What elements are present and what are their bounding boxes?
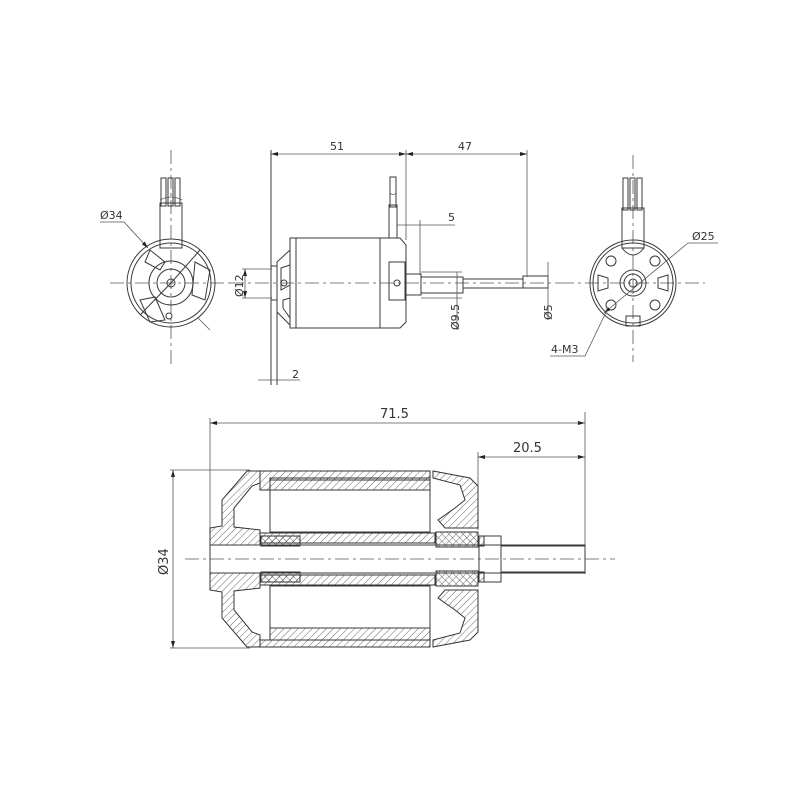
mount-holes-label: 4-M3 [551,343,578,356]
outer-diameter-label: Ø34 [157,548,172,575]
rear-view: Ø34 [100,150,235,365]
wire-offset-label: 5 [448,211,455,224]
mount-diameter-label: Ø12 [233,274,246,297]
flange-thickness-label: 2 [292,368,299,381]
shaft-protrusion-label: 20.5 [513,441,542,456]
bolt-circle-label: Ø25 [692,230,715,243]
overall-length-label: 71.5 [380,407,409,422]
body-length-label: 51 [330,140,344,153]
section-view: 71.5 20.5 Ø34 [157,407,615,649]
shaft-diameter-label: Ø5 [542,304,555,320]
wire-bundle-rear [159,177,183,249]
side-view: 51 47 5 Ø12 2 Ø9.5 Ø5 [230,140,560,385]
front-view: Ø25 4-M3 [550,155,718,362]
rear-diameter-label: Ø34 [100,209,123,222]
shaft-length-label: 47 [458,140,472,153]
collar-diameter-label: Ø9.5 [449,304,462,330]
